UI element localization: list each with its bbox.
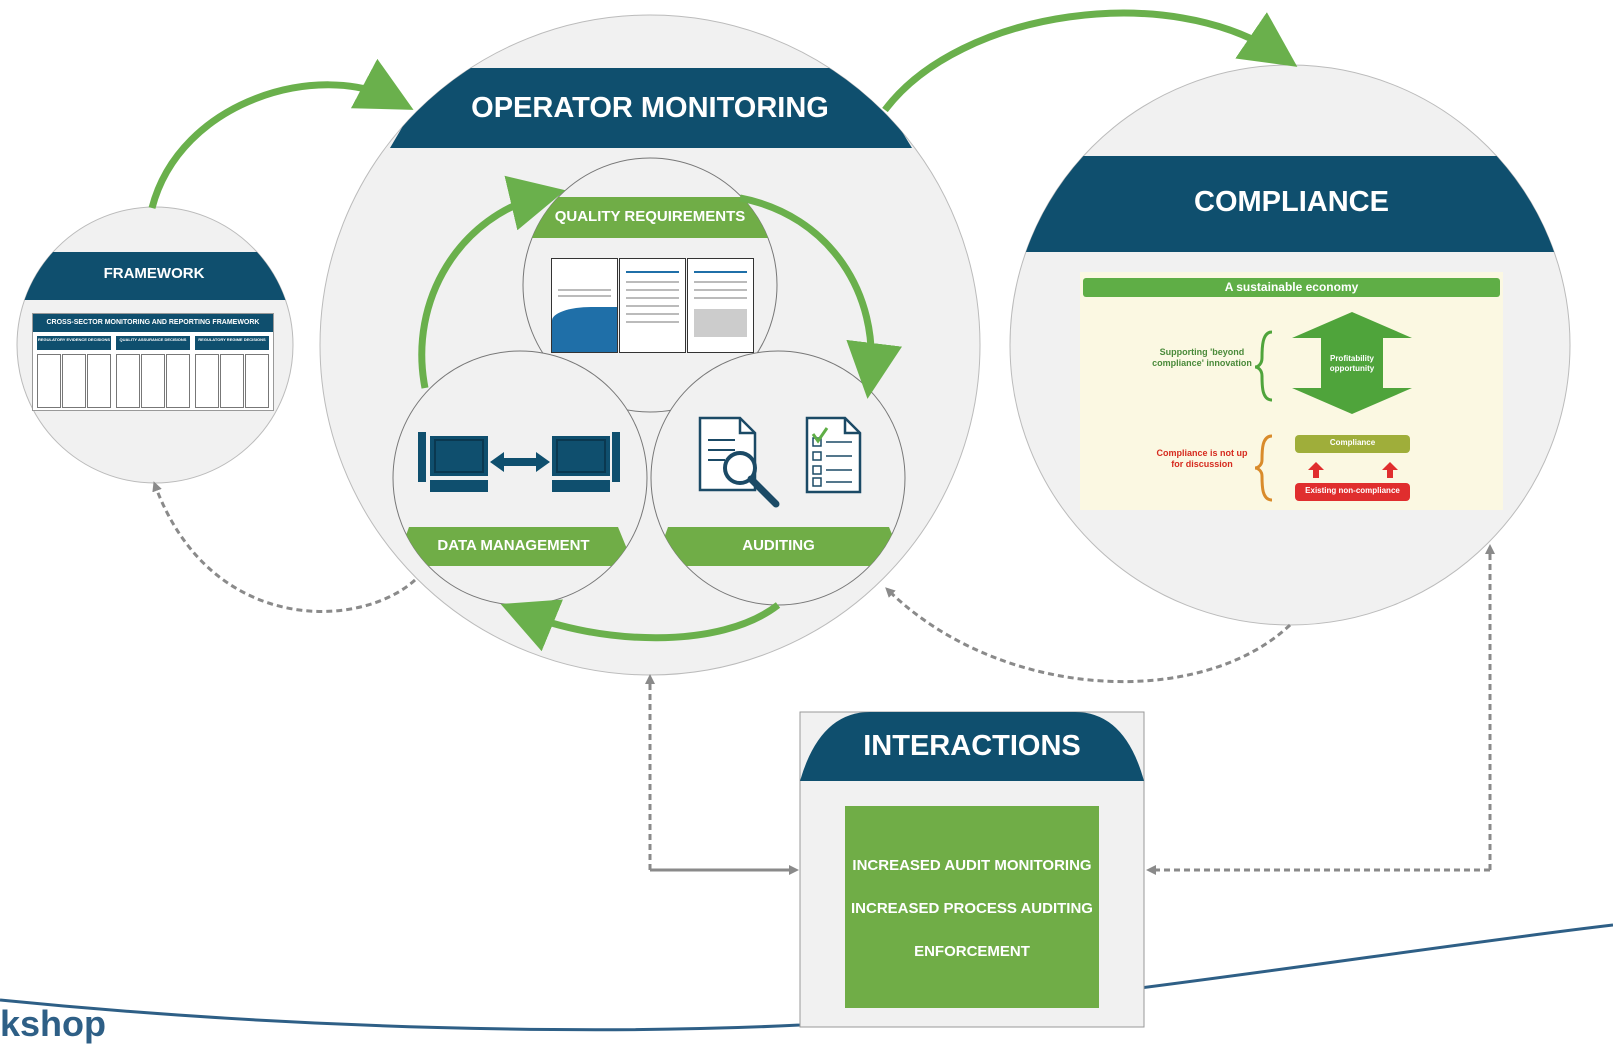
checklist-icon bbox=[805, 416, 862, 494]
dashed-arrow-to-framework bbox=[152, 481, 417, 613]
dashed-arrow-to-operator-bottom bbox=[645, 674, 790, 872]
framework-header bbox=[20, 252, 290, 300]
document-line bbox=[626, 297, 679, 299]
supporting-text: Supporting 'beyond compliance' innovatio… bbox=[1152, 347, 1252, 368]
auditing-circle bbox=[650, 350, 906, 606]
document-search-icon bbox=[698, 416, 780, 508]
framework-cell bbox=[37, 354, 61, 408]
cycle-arrow-bottom bbox=[500, 599, 781, 652]
cycle-arrow-left bbox=[418, 175, 566, 389]
compliance-header bbox=[1025, 156, 1560, 252]
document-thumbnail bbox=[551, 258, 618, 353]
framework-title: FRAMEWORK bbox=[103, 265, 205, 282]
data-management-title: DATA MANAGEMENT bbox=[437, 537, 590, 554]
framework-table-title: CROSS-SECTOR MONITORING AND REPORTING FR… bbox=[33, 314, 273, 332]
interaction-item-audit-monitoring: INCREASED AUDIT MONITORING bbox=[852, 857, 1092, 874]
non-compliance-bar-label: Existing non-compliance bbox=[1305, 486, 1400, 495]
document-line bbox=[626, 305, 679, 307]
footer-text: kshop bbox=[0, 1003, 107, 1044]
framework-col-3: REGULATORY REGIME DECISIONS bbox=[195, 336, 269, 408]
document-line bbox=[626, 289, 679, 291]
auditing-title: AUDITING bbox=[742, 537, 815, 554]
red-up-arrow-left bbox=[1308, 462, 1324, 478]
document-line bbox=[626, 271, 679, 273]
document-line bbox=[626, 321, 679, 323]
cycle-arrow-right bbox=[739, 194, 902, 399]
compliance-bar bbox=[1295, 435, 1410, 453]
compliance-bar-label: Compliance bbox=[1329, 438, 1376, 447]
framework-col-1: REGULATORY EVIDENCE DECISIONS bbox=[37, 336, 111, 408]
document-line bbox=[694, 281, 747, 283]
framework-cell bbox=[87, 354, 111, 408]
framework-col-2-head: QUALITY ASSURANCE DECISIONS bbox=[116, 336, 190, 350]
compliance-side-text: Compliance is not up for discussion bbox=[1156, 448, 1248, 469]
framework-table: CROSS-SECTOR MONITORING AND REPORTING FR… bbox=[32, 313, 274, 411]
double-arrow-icon bbox=[490, 452, 550, 472]
interaction-item-process-auditing: INCREASED PROCESS AUDITING bbox=[851, 900, 1093, 917]
computer-right-icon bbox=[552, 432, 620, 492]
upper-brace bbox=[1254, 330, 1273, 402]
arrow-framework-to-operator bbox=[148, 58, 414, 209]
framework-cell bbox=[141, 354, 165, 408]
interactions-box bbox=[799, 711, 1145, 1028]
document-line bbox=[694, 297, 747, 299]
framework-cell bbox=[220, 354, 244, 408]
arrow-operator-to-compliance bbox=[882, 9, 1298, 113]
interactions-list: INCREASED AUDIT MONITORING INCREASED PRO… bbox=[845, 806, 1099, 1008]
document-line bbox=[626, 281, 679, 283]
profitability-text: Profitability opportunity bbox=[1329, 354, 1375, 373]
document-cover-wave bbox=[552, 307, 617, 352]
document-thumbnail bbox=[619, 258, 686, 353]
interaction-item-enforcement: ENFORCEMENT bbox=[914, 943, 1030, 960]
framework-cell bbox=[195, 354, 219, 408]
framework-cell bbox=[166, 354, 190, 408]
document-line bbox=[558, 295, 611, 297]
document-line bbox=[694, 289, 747, 291]
profitability-double-arrow bbox=[1292, 312, 1412, 414]
dashed-arrow-compliance-to-operator bbox=[885, 587, 1292, 684]
framework-col-2: QUALITY ASSURANCE DECISIONS bbox=[116, 336, 190, 408]
framework-col-1-head: REGULATORY EVIDENCE DECISIONS bbox=[37, 336, 111, 350]
framework-cell bbox=[116, 354, 140, 408]
compliance-circle bbox=[1009, 64, 1571, 626]
document-thumbnail bbox=[687, 258, 754, 353]
framework-cell bbox=[245, 354, 269, 408]
document-line bbox=[558, 289, 611, 291]
compliance-inner-banner: A sustainable economy bbox=[1224, 280, 1359, 294]
operator-monitoring-header bbox=[390, 68, 912, 148]
lower-brace bbox=[1254, 434, 1273, 502]
compliance-title: COMPLIANCE bbox=[1194, 186, 1389, 218]
computer-left-icon bbox=[418, 432, 488, 492]
operator-monitoring-title: OPERATOR MONITORING bbox=[471, 92, 829, 124]
document-grey-block bbox=[694, 309, 747, 337]
non-compliance-bar bbox=[1295, 483, 1410, 501]
interactions-title: INTERACTIONS bbox=[863, 730, 1081, 762]
compliance-figure-banner bbox=[1083, 278, 1500, 297]
document-line bbox=[694, 271, 747, 273]
data-management-circle bbox=[392, 350, 648, 606]
quality-requirements-title: QUALITY REQUIREMENTS bbox=[554, 208, 746, 225]
framework-cell bbox=[62, 354, 86, 408]
document-line bbox=[626, 313, 679, 315]
compliance-figure-bg bbox=[1080, 272, 1503, 510]
framework-col-3-head: REGULATORY REGIME DECISIONS bbox=[195, 336, 269, 350]
red-up-arrow-right bbox=[1382, 462, 1398, 478]
